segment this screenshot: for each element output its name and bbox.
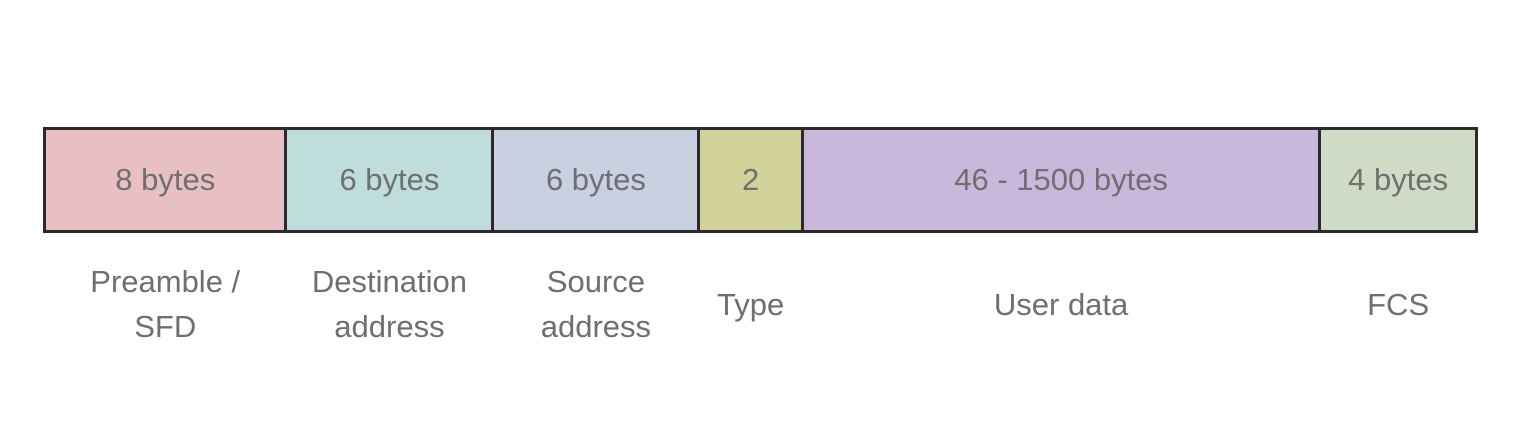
label-fcs: FCS bbox=[1318, 250, 1475, 360]
segment-size-label: 46 - 1500 bytes bbox=[954, 162, 1168, 197]
label-source-address: Source address bbox=[491, 250, 697, 360]
segment-size-label: 4 bytes bbox=[1348, 162, 1449, 197]
label-line: User data bbox=[993, 286, 1129, 322]
frame-segment-source-address: 6 bytes bbox=[491, 130, 698, 230]
label-preamble-sfd: Preamble / SFD bbox=[46, 250, 284, 360]
frame-segment-preamble-sfd: 8 bytes bbox=[46, 130, 285, 230]
label-type: Type bbox=[697, 250, 801, 360]
frame-segment-destination-address: 6 bytes bbox=[284, 130, 492, 230]
label-destination-address: Destination address bbox=[284, 250, 491, 360]
segment-size-label: 2 bbox=[742, 162, 760, 197]
label-line: SFD bbox=[134, 309, 197, 344]
segment-size-label: 8 bytes bbox=[115, 162, 216, 197]
frame-segment-type: 2 bbox=[697, 130, 801, 230]
segment-size-label: 6 bytes bbox=[339, 162, 440, 197]
label-line: address bbox=[334, 309, 445, 344]
label-line: address bbox=[540, 309, 652, 344]
label-user-data: User data bbox=[801, 250, 1318, 360]
frame-segment-user-data: 46 - 1500 bytes bbox=[800, 130, 1319, 230]
label-line: Source bbox=[546, 264, 646, 300]
label-line: Destination bbox=[311, 264, 467, 300]
segment-size-label: 6 bytes bbox=[545, 162, 646, 197]
frame-segment-fcs: 4 bytes bbox=[1318, 130, 1475, 230]
label-line: Preamble / bbox=[90, 264, 241, 300]
label-line: FCS bbox=[1367, 286, 1430, 322]
label-line: Type bbox=[717, 286, 785, 322]
frame-labels-row: Preamble / SFD Destination address Sourc… bbox=[43, 250, 1478, 360]
frame-bar: 8 bytes 6 bytes 6 bytes 2 46 - 1500 byte… bbox=[43, 127, 1478, 233]
